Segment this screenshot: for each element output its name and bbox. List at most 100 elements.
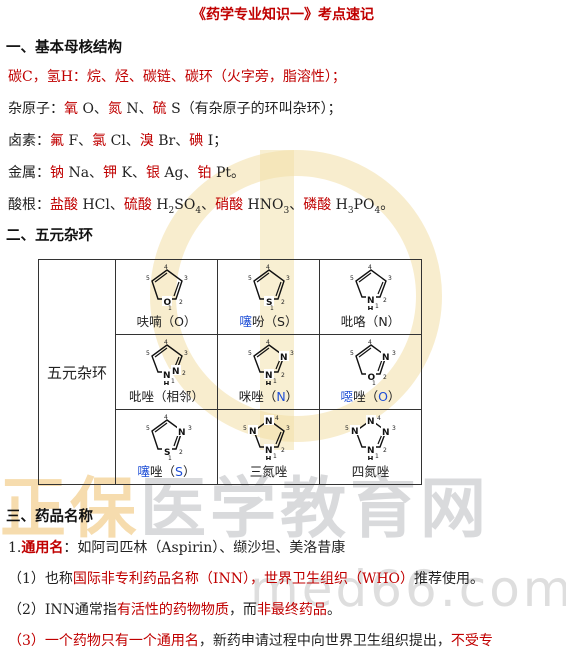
svg-text:2: 2	[383, 374, 387, 381]
svg-text:4: 4	[164, 264, 168, 271]
cell-label-furan: 呋喃（O）	[136, 314, 197, 329]
cell-label-thiazole: 噻唑（S）	[137, 464, 196, 479]
table-category: 五元杂环	[38, 259, 116, 485]
svg-text:1: 1	[372, 380, 376, 385]
svg-text:O: O	[367, 373, 375, 383]
line-carbon: 碳C，氢H：烷、烃、碳链、碳环（火字旁，脂溶性）；	[8, 69, 346, 85]
svg-text:N: N	[382, 428, 390, 438]
cell-label-triazole: 三氮唑	[249, 464, 288, 479]
line-acid: 酸根：盐酸 HCl、硫酸 H2SO4、硝酸 HNO3、磷酸 H3PO4。	[8, 197, 395, 216]
para-one-name: （3）一个药物只有一个通用名，新药申请过程中向世界卫生组织提出，不受专	[8, 633, 493, 649]
svg-text:1: 1	[270, 305, 274, 310]
svg-text:4: 4	[266, 339, 270, 346]
svg-text:5: 5	[345, 425, 349, 432]
svg-text:1: 1	[375, 453, 379, 460]
svg-text:3: 3	[392, 425, 396, 432]
svg-text:5: 5	[146, 350, 150, 357]
section2-heading: 二、五元杂环	[6, 228, 93, 244]
svg-text:4: 4	[368, 339, 372, 346]
svg-text:5: 5	[243, 425, 247, 432]
svg-text:H: H	[367, 305, 373, 310]
para-generic-name: 1.通用名：如阿司匹林（Aspirin）、缬沙坦、美洛昔康	[8, 540, 346, 556]
svg-text:S: S	[164, 448, 170, 458]
svg-text:2: 2	[281, 299, 285, 306]
pyrrole-structure-icon: NH 4 3 2 5 1	[350, 264, 392, 310]
svg-text:5: 5	[350, 350, 354, 357]
svg-text:5: 5	[146, 425, 150, 432]
page-title: 《药学专业知识一》考点速记	[192, 7, 374, 23]
oxazole-structure-icon: N O 4 3 2 5 1	[350, 339, 396, 385]
cell-label-pyrazole: 吡唑（相邻）	[128, 389, 204, 404]
svg-text:H: H	[265, 380, 271, 385]
line-metal: 金属：钠 Na、钾 K、银 Ag、铂 Pt。	[8, 165, 245, 181]
svg-text:3: 3	[188, 425, 192, 432]
svg-text:1: 1	[375, 303, 379, 310]
svg-text:N: N	[280, 353, 288, 363]
svg-text:N: N	[249, 427, 257, 437]
svg-text:2: 2	[179, 299, 183, 306]
cell-oxazole: N O 4 3 2 5 1 噁唑（O）	[319, 334, 422, 410]
svg-text:1: 1	[168, 305, 172, 310]
svg-text:H: H	[367, 455, 373, 460]
svg-text:2: 2	[281, 372, 285, 379]
svg-text:2: 2	[182, 370, 186, 377]
svg-text:2: 2	[179, 449, 183, 456]
svg-text:4: 4	[164, 414, 168, 421]
cell-label-pyrrole: 吡咯（N）	[340, 314, 401, 329]
cell-label-imidazole: 咪唑（N）	[238, 389, 299, 404]
section3-heading: 三、药品名称	[6, 509, 93, 525]
svg-text:3: 3	[286, 425, 290, 432]
para-active-substance: （2）INN通常指有活性的药物物质，而非最终药品。	[8, 602, 341, 618]
svg-text:H: H	[265, 455, 271, 460]
cell-label-oxazole: 噁唑（O）	[340, 389, 401, 404]
svg-text:1: 1	[273, 378, 277, 385]
svg-text:3: 3	[290, 350, 294, 357]
svg-text:4: 4	[266, 264, 270, 271]
svg-text:N: N	[351, 427, 359, 437]
svg-text:3: 3	[184, 350, 188, 357]
svg-text:2: 2	[383, 297, 387, 304]
svg-text:5: 5	[350, 275, 354, 282]
svg-text:5: 5	[146, 275, 150, 282]
svg-text:2: 2	[281, 447, 285, 454]
cell-label-thiophene: 噻吩（S）	[239, 314, 298, 329]
svg-text:3: 3	[286, 275, 290, 282]
para-inn: （1）也称国际非专利药品名称（INN），世界卫生组织（WHO）推荐使用。	[8, 571, 485, 587]
svg-text:N: N	[367, 296, 375, 306]
svg-text:1: 1	[171, 378, 175, 385]
svg-text:5: 5	[248, 275, 252, 282]
svg-text:N: N	[265, 417, 273, 427]
section1-heading: 一、基本母核结构	[6, 40, 122, 56]
svg-text:H: H	[163, 380, 169, 385]
svg-text:1: 1	[273, 453, 277, 460]
svg-text:3: 3	[388, 275, 392, 282]
svg-text:N: N	[367, 446, 375, 456]
cell-label-tetrazole: 四氮唑	[351, 464, 390, 479]
line-hetero: 杂原子：氧 O、氮 N、硫 S（有杂原子的环叫杂环）；	[8, 101, 342, 117]
svg-text:N: N	[382, 353, 390, 363]
svg-text:3: 3	[184, 275, 188, 282]
svg-text:5: 5	[248, 350, 252, 357]
svg-text:4: 4	[164, 339, 168, 346]
svg-text:4: 4	[368, 264, 372, 271]
svg-text:2: 2	[383, 447, 387, 454]
svg-text:4: 4	[275, 415, 279, 422]
svg-text:N: N	[367, 417, 375, 427]
svg-text:3: 3	[392, 350, 396, 357]
svg-text:4: 4	[377, 415, 381, 422]
